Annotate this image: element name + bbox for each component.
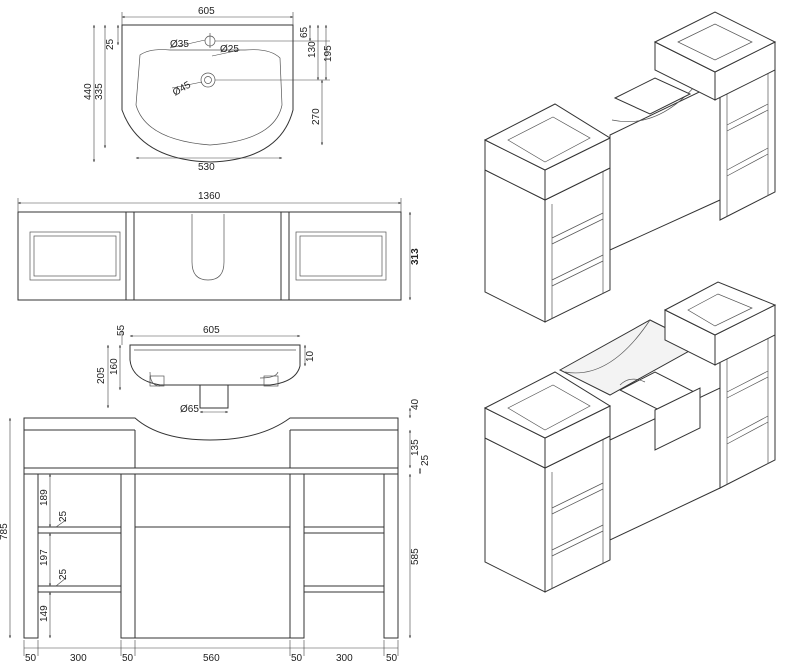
dim-total-width: 1360	[198, 191, 221, 202]
dim-w-50d: 50	[386, 653, 398, 664]
dim-side-rim: 10	[305, 350, 316, 362]
dim-drain: Ø45	[171, 79, 193, 98]
dim-w-300a: 300	[70, 653, 87, 664]
dim-inner-depth: 335	[94, 83, 105, 100]
dim-shelf-25a: 25	[58, 510, 69, 522]
dim-shelf-197: 197	[39, 549, 50, 566]
dim-65: 65	[299, 26, 310, 38]
dim-tap-offset: 25	[105, 38, 116, 50]
basin-side-view: 55 605 205 160 10 Ø65	[96, 324, 316, 415]
dim-side-drain: Ø65	[180, 404, 199, 415]
dim-total-depth: 440	[83, 83, 94, 100]
dim-w-50b: 50	[122, 653, 134, 664]
dim-leg-585: 585	[410, 548, 421, 565]
dim-130: 130	[307, 41, 318, 58]
dim-shelf-189: 189	[39, 489, 50, 506]
dim-rail-25: 25	[420, 454, 431, 466]
isometric-view-closed	[483, 11, 777, 323]
front-elevation: 40 135 25 785 189 25 197 25 585 149 50 3…	[0, 398, 431, 664]
dim-top-40: 40	[410, 398, 421, 410]
dim-side-total: 205	[96, 367, 107, 384]
dim-w-50c: 50	[291, 653, 303, 664]
dim-shelf-25b: 25	[58, 568, 69, 580]
dim-total-height: 785	[0, 523, 10, 540]
dim-270: 270	[311, 108, 322, 125]
front-view: 1360 313	[17, 191, 421, 301]
dim-side-top: 55	[116, 324, 127, 336]
basin-top-view: 605 25 335 440 Ø35 Ø25 65 130 195 Ø45 27…	[83, 6, 334, 173]
dim-cab-135: 135	[410, 439, 421, 456]
dim-front-height: 313	[410, 248, 421, 265]
dim-w-560: 560	[203, 653, 220, 664]
dim-inner-width: 530	[198, 162, 215, 173]
dim-shelf-149: 149	[39, 605, 50, 622]
dim-w-300b: 300	[336, 653, 353, 664]
dim-tap-inner: Ø25	[220, 44, 239, 55]
dim-side-width: 605	[203, 325, 220, 336]
dim-basin-width: 605	[198, 6, 215, 17]
dim-w-50a: 50	[25, 653, 37, 664]
isometric-view-open	[483, 281, 777, 593]
dim-side-bowl: 160	[109, 358, 120, 375]
dim-tap-hole: Ø35	[170, 39, 189, 50]
dim-195: 195	[323, 45, 334, 62]
